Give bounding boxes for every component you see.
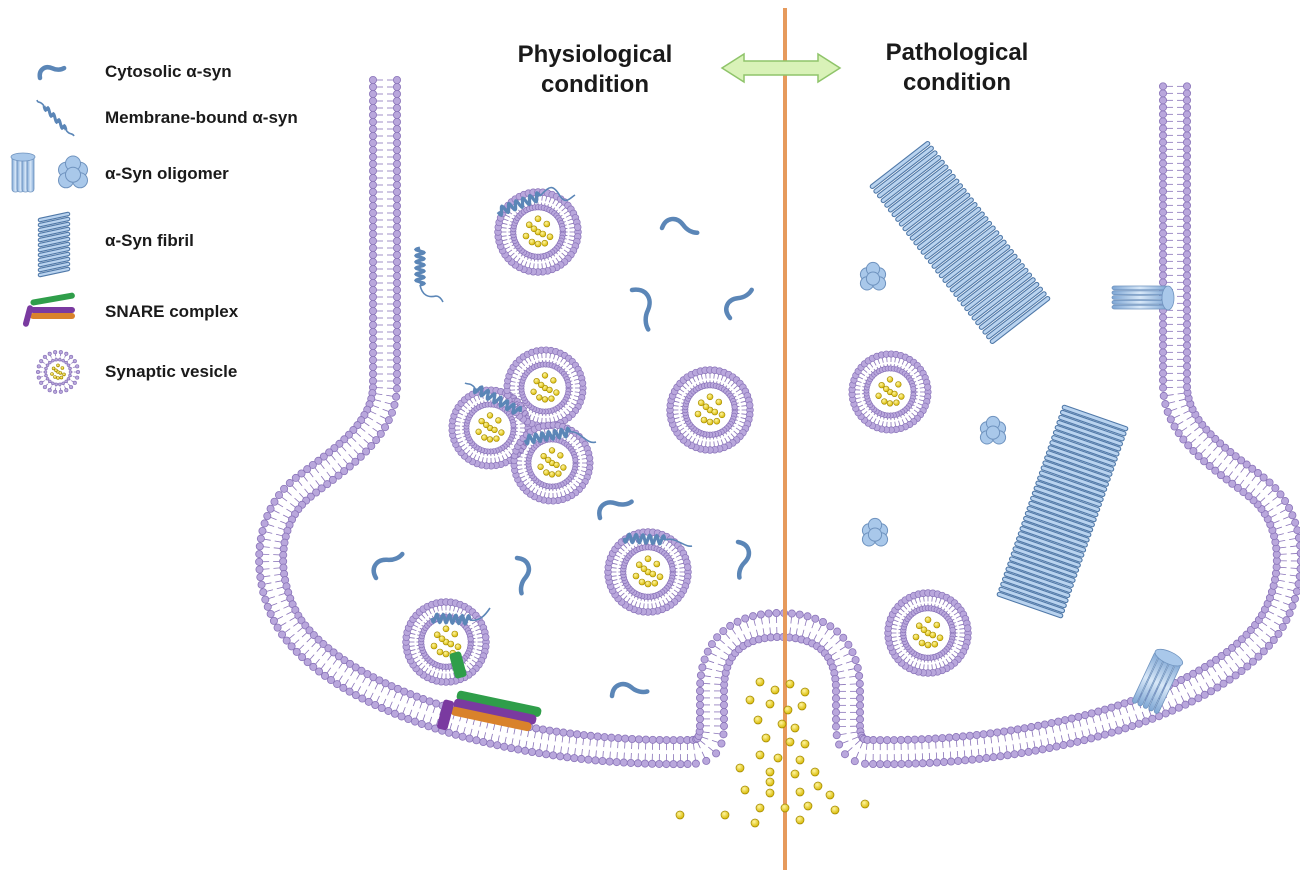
synaptic-vesicle [402,598,490,686]
neurotransmitter-dot [675,810,685,820]
neurotransmitter-dot [810,767,820,777]
neurotransmitter-dot [790,769,800,779]
neurotransmitter-dot [745,695,755,705]
neurotransmitter-dot [795,755,805,765]
cytosolic-alpha-syn-squiggle [629,287,652,332]
neurotransmitter-dot [765,788,775,798]
neurotransmitter-dot [860,799,870,809]
alpha-syn-fibrils [869,140,1129,619]
cytosolic-alpha-syn-squiggle [609,681,650,699]
neurotransmitter-dot [785,737,795,747]
alpha-syn-oligomer-cluster [861,517,889,547]
synaptic-vesicle [503,346,587,430]
synaptic-vesicle [604,528,692,616]
membrane-bound-alpha-syn-helix [430,607,491,626]
membrane-bound-alpha-syn-helix [496,186,576,217]
legend-row-snare: SNARE complex [0,292,360,332]
neurotransmitter-dot [750,818,760,828]
cytosolic-alpha-syn-squiggle [724,287,754,321]
heading-pathological: Pathological condition [885,39,1029,96]
alpha-syn-fibril [869,140,1051,345]
neurotransmitter-dot [803,801,813,811]
synaptic-vesicle-icon [35,350,81,394]
membrane-bound-alpha-syn [413,186,693,626]
legend-label: Membrane-bound α-syn [105,108,298,127]
legend-row-membrane-bound: Membrane-bound α-syn [0,98,360,138]
neurotransmitter-dot [780,803,790,813]
neurotransmitter-dot [825,790,835,800]
synaptic-vesicle [510,421,594,505]
neurotransmitter-dot [761,733,771,743]
neurotransmitter-dot [777,719,787,729]
alpha-syn-oligomer-icon [10,152,88,193]
legend-row-oligomer: α-Syn oligomer [0,154,360,194]
alpha-syn-oligomer-cluster [979,415,1007,445]
double-arrow-icon [720,52,842,84]
neurotransmitter-dot [783,705,793,715]
legend-label: Cytosolic α-syn [105,62,232,81]
neurotransmitter-dot [785,679,795,689]
synaptic-vesicle [448,386,532,470]
snare-complex-icon [22,292,75,327]
synaptic-vesicle [666,366,754,454]
alpha-syn-fibril [996,404,1129,619]
cytosolic-alpha-syn-squiggle [735,539,752,580]
cytosolic-alpha-syn [371,216,754,699]
neurotransmitter-dot [755,750,765,760]
legend-label: α-Syn oligomer [105,164,229,183]
legend-row-vesicle: Synaptic vesicle [0,352,360,392]
membrane-lipid-tails [259,79,1300,765]
membrane-lipid-heads [255,76,1300,769]
alpha-syn-oligomer-pore [1111,285,1175,311]
neurotransmitter-dot [765,777,775,787]
neurotransmitter-dot [755,677,765,687]
membrane-bound-alpha-syn-helix [464,382,523,415]
neurotransmitter-dot [797,701,807,711]
alpha-syn-oligomer-pore [1132,648,1184,714]
cytosolic-alpha-syn-squiggle [514,555,532,596]
neurotransmitter-dot [720,810,730,820]
neurotransmitter-dot [765,767,775,777]
released-neurotransmitters [675,677,870,828]
neurotransmitter-dot [755,803,765,813]
neurotransmitter-dot [830,805,840,815]
alpha-syn-fibril-icon [37,211,71,278]
cytosolic-alpha-syn-squiggle [597,499,634,521]
neurotransmitter-dot [790,723,800,733]
alpha-syn-oligomers [859,261,1184,714]
neurotransmitter-dot [753,715,763,725]
cytosolic-alpha-syn-icon [37,65,67,81]
presynaptic-membrane [255,76,1300,769]
neurotransmitter-dot [795,815,805,825]
neurotransmitter-dot [773,753,783,763]
alpha-syn-oligomer-cluster [859,261,887,291]
legend-label: SNARE complex [105,302,239,321]
membrane-bound-alpha-syn-icon [36,99,75,137]
legend-icons [10,65,88,394]
cytosolic-alpha-syn-squiggle [659,216,700,235]
membrane-bound-alpha-syn-helix [523,426,597,446]
snare-complex [436,651,542,732]
neurotransmitter-dot [800,687,810,697]
neurotransmitter-dot [795,787,805,797]
neurotransmitter-dot [770,685,780,695]
heading-physiological: Physiological condition [517,41,673,98]
legend-row-cytosolic: Cytosolic α-syn [0,52,360,92]
legend-label: α-Syn fibril [105,231,194,250]
neurotransmitter-dot [735,763,745,773]
neurotransmitter-dot [813,781,823,791]
neurotransmitter-dot [740,785,750,795]
cytosolic-alpha-syn-squiggle [371,551,405,581]
legend-row-fibril: α-Syn fibril [0,221,360,261]
synaptic-vesicle [884,589,972,677]
neurotransmitter-dot [765,699,775,709]
legend-label: Synaptic vesicle [105,362,238,381]
membrane-bound-alpha-syn-helix [413,246,444,303]
membrane-bound-alpha-syn-helix [622,532,693,547]
neurotransmitter-dot [800,739,810,749]
synaptic-vesicle [848,350,932,434]
